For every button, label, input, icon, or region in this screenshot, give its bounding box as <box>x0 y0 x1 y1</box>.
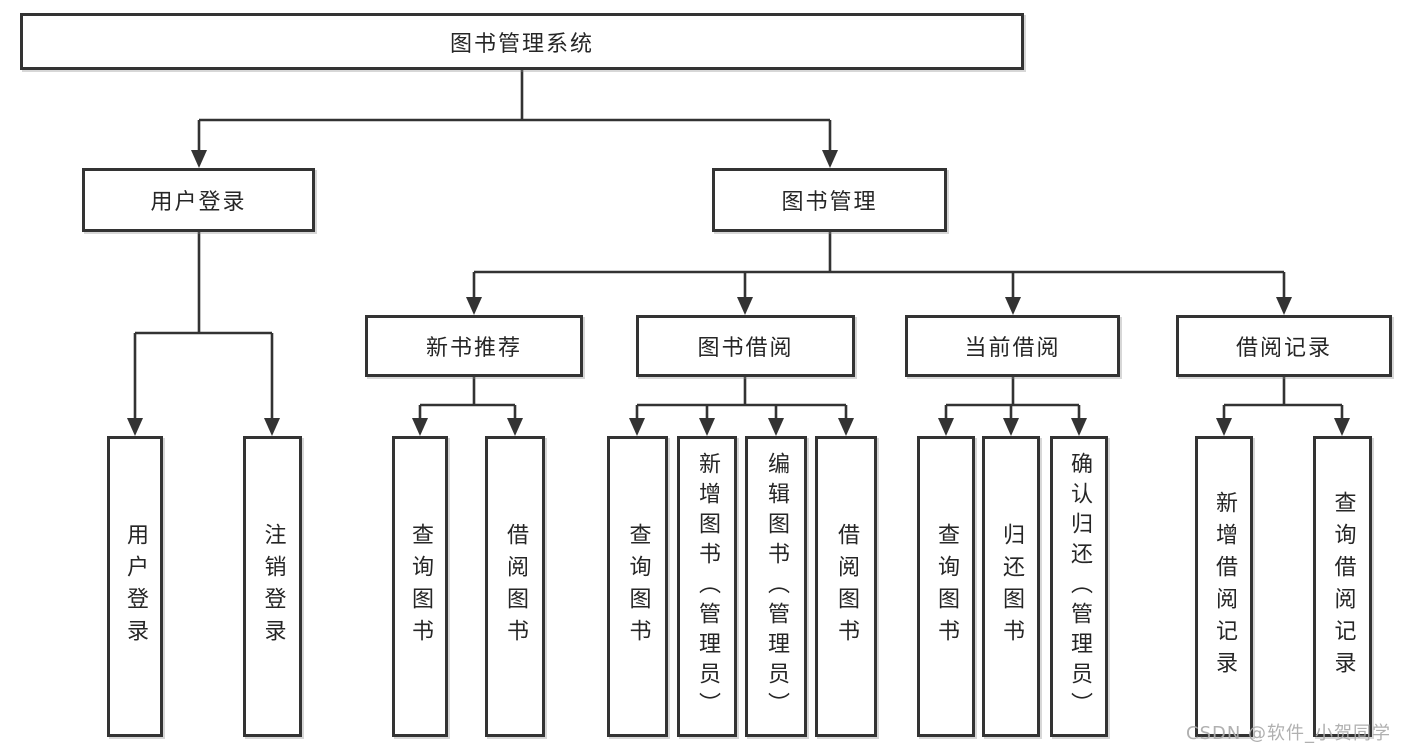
leaf-logout: 注销登录 <box>243 436 302 737</box>
leaf-query-books-recommend: 查询图书 <box>392 436 448 737</box>
leaf-user-login: 用户登录 <box>107 436 163 737</box>
node-book-borrowing: 图书借阅 <box>636 315 855 377</box>
node-new-book-recommendation: 新书推荐 <box>365 315 583 377</box>
leaf-borrow-books: 借阅图书 <box>815 436 877 737</box>
leaf-borrow-books-recommend: 借阅图书 <box>485 436 545 737</box>
leaf-return-books: 归还图书 <box>982 436 1040 737</box>
node-current-borrowing: 当前借阅 <box>905 315 1120 377</box>
node-library-system-root: 图书管理系统 <box>20 13 1024 70</box>
node-book-management: 图书管理 <box>712 168 947 232</box>
leaf-add-books-admin: 新增图书（管理员） <box>677 436 737 737</box>
node-borrowing-records: 借阅记录 <box>1176 315 1392 377</box>
node-user-login: 用户登录 <box>82 168 315 232</box>
leaf-confirm-return-admin: 确认归还（管理员） <box>1050 436 1108 737</box>
leaf-query-books-current: 查询图书 <box>917 436 975 737</box>
leaf-query-borrow-record: 查询借阅记录 <box>1313 436 1372 737</box>
csdn-watermark: CSDN @软件_小贺同学 <box>1186 723 1392 744</box>
leaf-query-books-borrow: 查询图书 <box>607 436 668 737</box>
leaf-add-borrow-record: 新增借阅记录 <box>1195 436 1253 737</box>
leaf-edit-books-admin: 编辑图书（管理员） <box>745 436 807 737</box>
